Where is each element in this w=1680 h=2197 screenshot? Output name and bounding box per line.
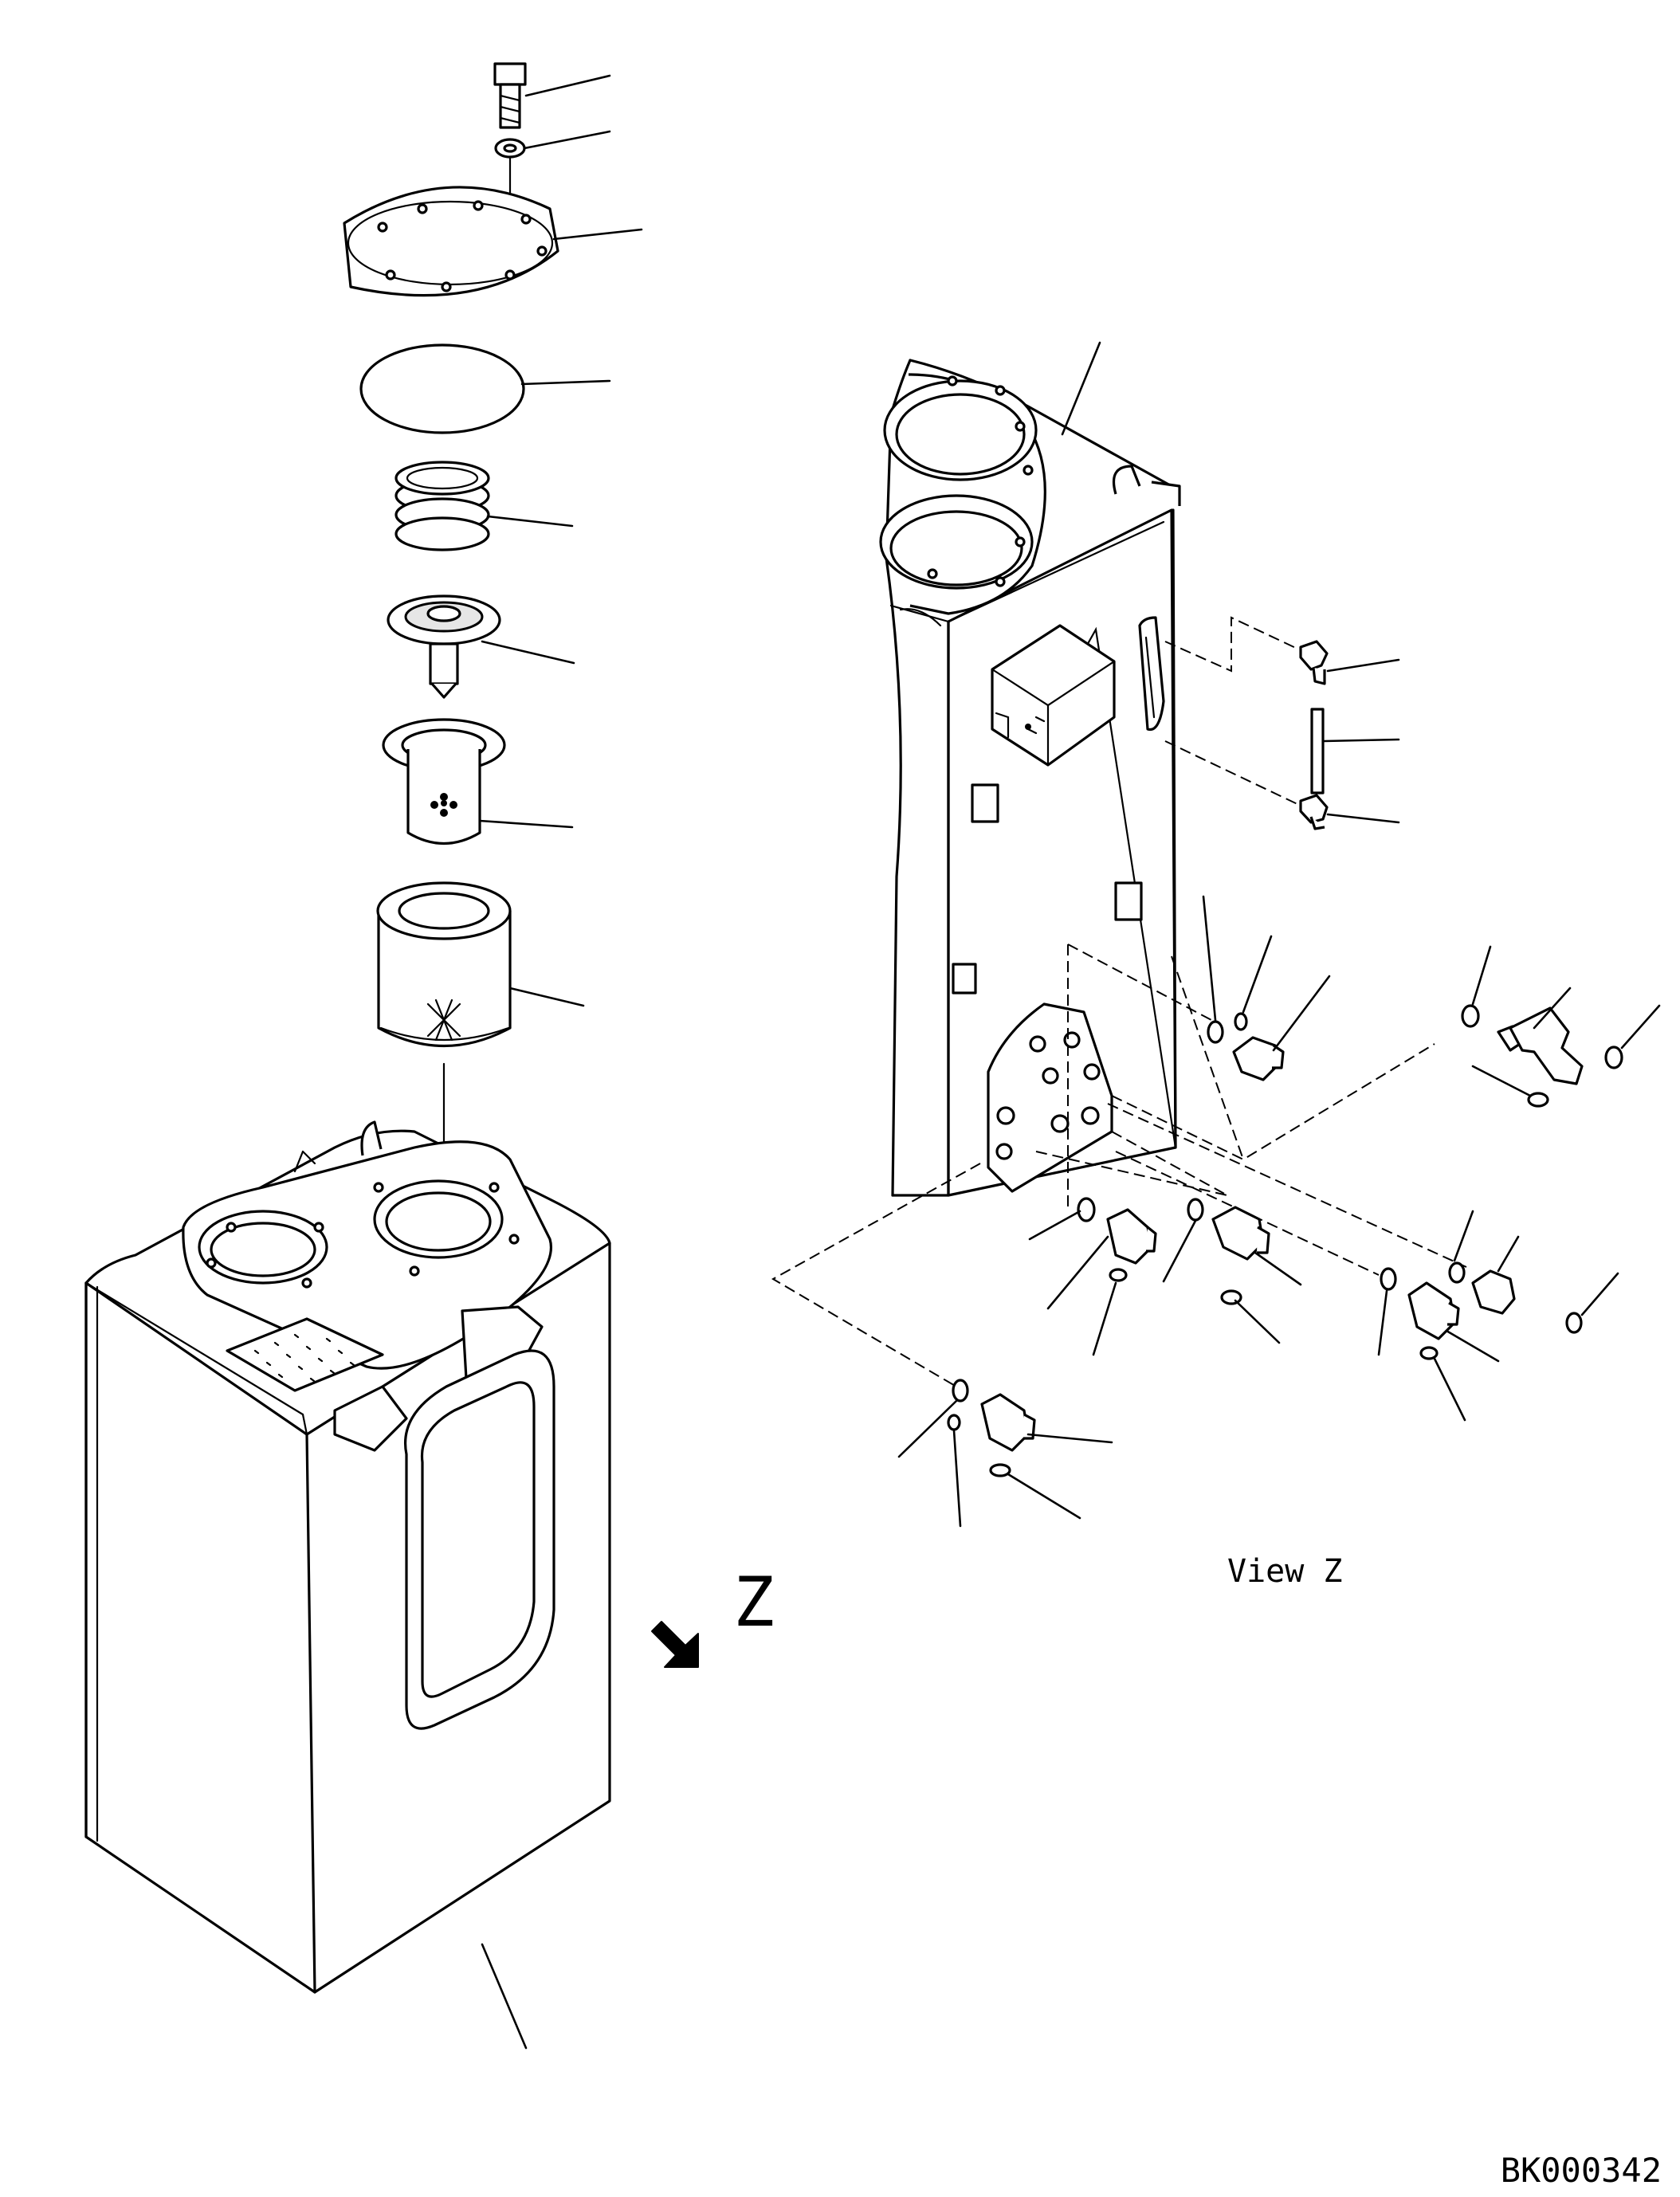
strainer bbox=[382, 718, 506, 845]
manifold-block bbox=[987, 1002, 1113, 1193]
fitting-e bbox=[980, 1393, 1036, 1452]
sight-gauge bbox=[404, 1349, 555, 1730]
plug-fitting bbox=[1471, 1269, 1583, 1334]
tee-fitting bbox=[1461, 1004, 1623, 1108]
solenoid-block bbox=[991, 624, 1116, 767]
filter-element bbox=[376, 881, 512, 1048]
fitting-c bbox=[1211, 1206, 1270, 1261]
clamp-2 bbox=[1114, 881, 1143, 921]
o-ring-set-b bbox=[1077, 1197, 1128, 1282]
sight-slot bbox=[1138, 616, 1165, 732]
leader-lines bbox=[478, 74, 1661, 2050]
breather-pad bbox=[226, 1317, 384, 1392]
clamp-3 bbox=[952, 963, 977, 995]
washer bbox=[494, 138, 526, 159]
elbow-fitting-bottom bbox=[1299, 794, 1329, 830]
spring bbox=[394, 461, 490, 551]
view-letter: Z bbox=[733, 1563, 775, 1642]
o-ring-set-e bbox=[947, 1379, 1011, 1477]
fitting-a bbox=[1232, 1036, 1285, 1081]
fitting-b bbox=[1106, 1208, 1157, 1265]
relief-valve bbox=[387, 594, 501, 699]
elbow-fitting-top bbox=[1299, 640, 1329, 685]
o-ring-set-a bbox=[1207, 1012, 1248, 1044]
view-direction-arrow-icon bbox=[651, 1621, 699, 1668]
fitting-d bbox=[1407, 1281, 1460, 1340]
gasket bbox=[359, 343, 525, 434]
pipe bbox=[1310, 708, 1325, 794]
o-ring-set-d bbox=[1380, 1261, 1466, 1360]
clamp-1 bbox=[971, 783, 999, 823]
cover-plate bbox=[343, 186, 559, 297]
tank-view-z bbox=[879, 359, 1181, 1197]
assembly-lines bbox=[771, 616, 1467, 1387]
bolt bbox=[493, 62, 527, 129]
hydraulic-tank bbox=[84, 1120, 611, 1994]
view-label: View Z bbox=[1227, 1553, 1343, 1590]
drawing-code: BK000342 bbox=[1501, 2151, 1662, 2190]
